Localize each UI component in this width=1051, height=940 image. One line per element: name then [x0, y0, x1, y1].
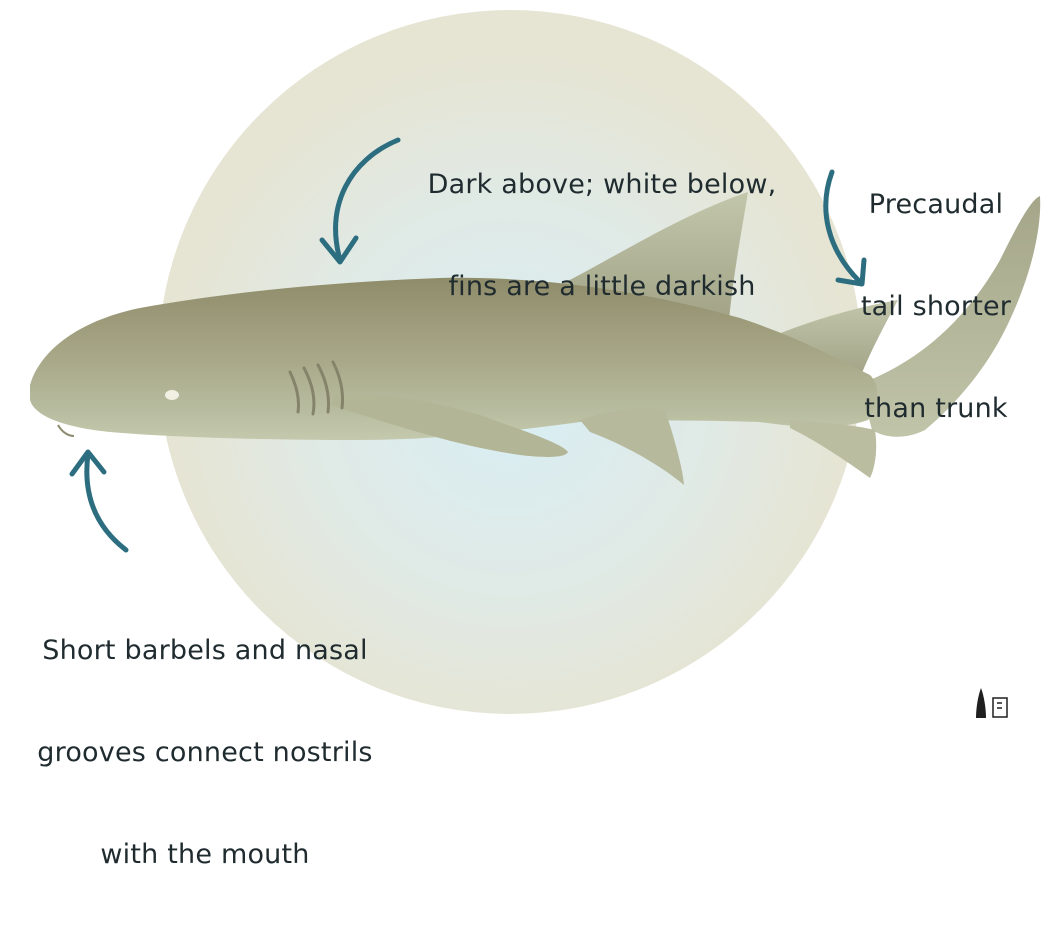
annotation-barbels: Short barbels and nasal grooves connect … — [0, 566, 410, 940]
annotation-line: tail shorter — [826, 290, 1046, 324]
annotation-coloration: Dark above; white below, fins are a litt… — [392, 100, 812, 372]
annotation-line: Precaudal — [826, 188, 1046, 222]
annotation-precaudal-tail: Precaudal tail shorter than trunk — [826, 120, 1046, 494]
annotation-line: Dark above; white below, — [392, 168, 812, 202]
annotation-line: fins are a little darkish — [392, 270, 812, 304]
annotation-line: grooves connect nostrils — [0, 736, 410, 770]
shark-id-diagram: Dark above; white below, fins are a litt… — [0, 0, 1051, 722]
annotation-line: with the mouth — [0, 838, 410, 872]
annotation-line: than trunk — [826, 392, 1046, 426]
barbel — [58, 425, 74, 436]
fin-and-book-logo-icon — [966, 688, 1010, 718]
shark-eye — [165, 390, 179, 400]
annotation-line: Short barbels and nasal — [0, 634, 410, 668]
curved-arrow-icon — [87, 454, 126, 550]
